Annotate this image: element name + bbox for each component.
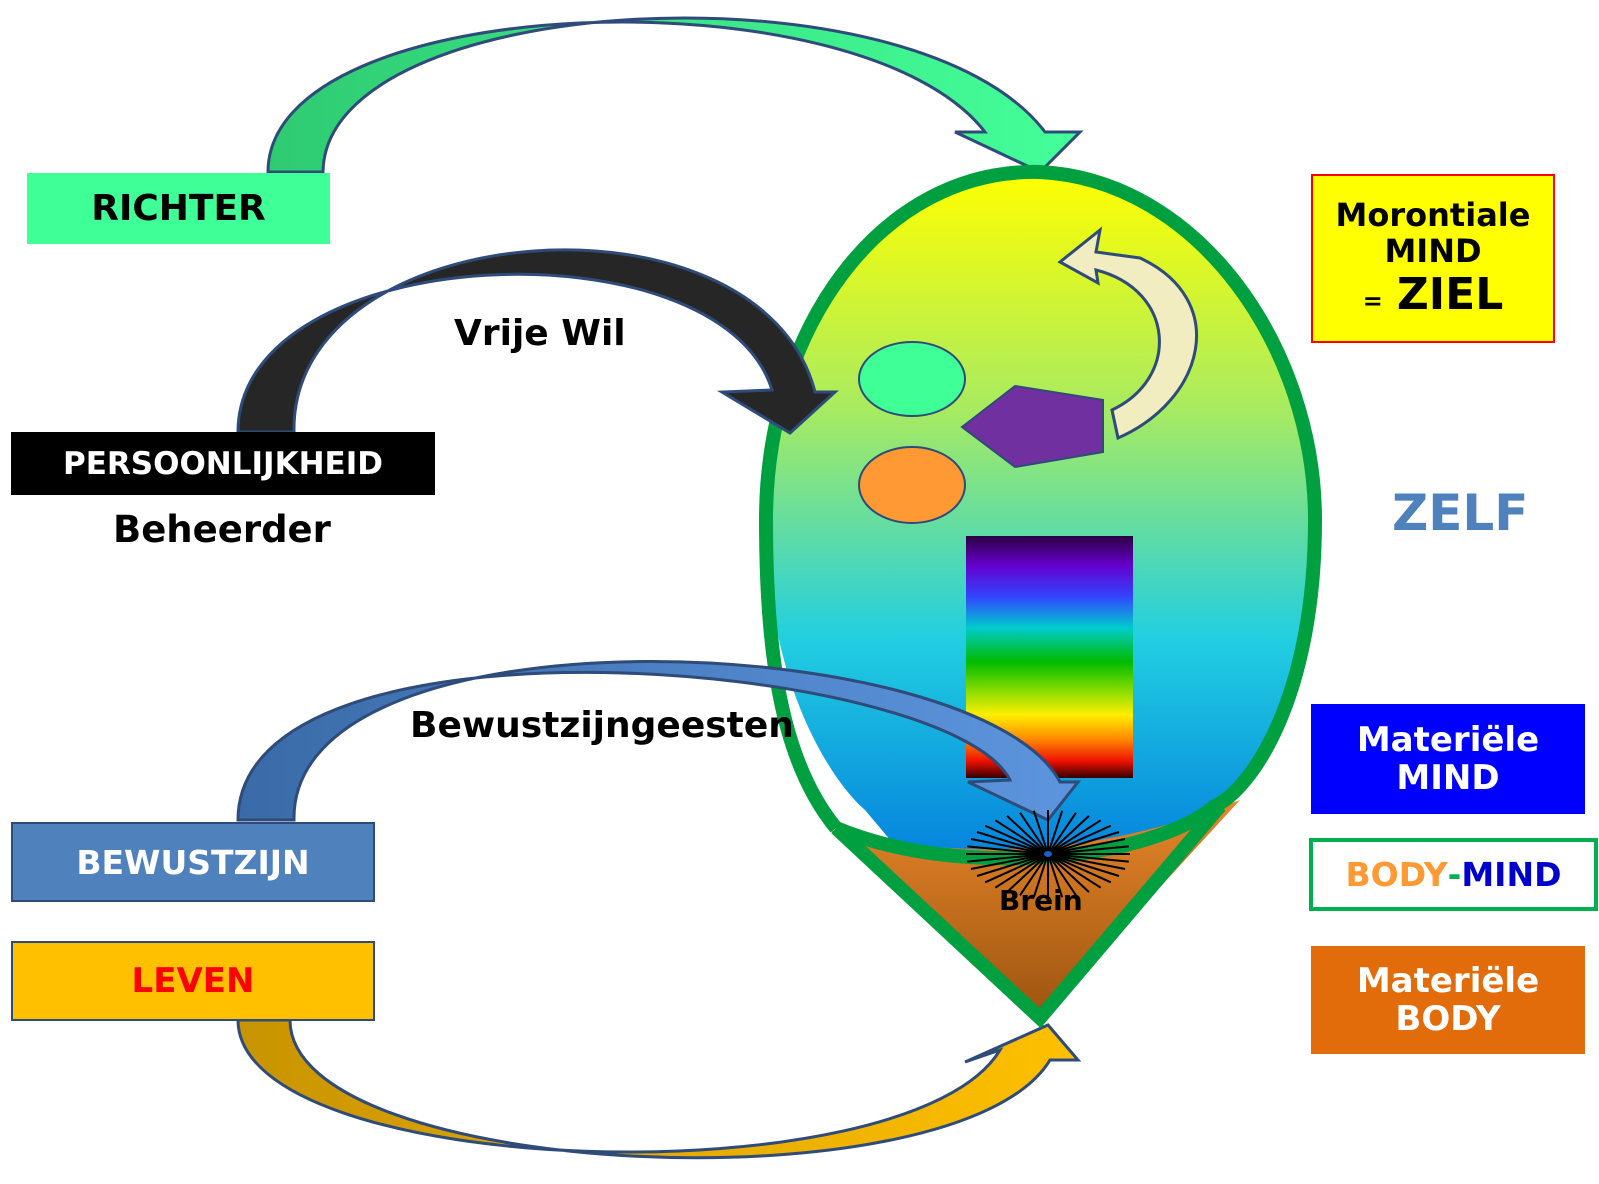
- brein-ray: [967, 845, 1049, 855]
- morontiale-ziel-row: = ZIEL: [1362, 268, 1504, 320]
- morontiale-line2: MIND: [1384, 231, 1482, 270]
- brein-label: Brein: [999, 884, 1083, 917]
- zelf-label: ZELF: [1392, 484, 1529, 542]
- leven-box: LEVEN: [11, 941, 375, 1021]
- vrije-wil-label: Vrije Wil: [454, 313, 626, 354]
- brein-ray: [970, 838, 1049, 855]
- drop-outline-inner: [758, 164, 1323, 866]
- mind-label: MIND: [1461, 855, 1562, 894]
- materiele-mind-box: Materiële MIND: [1311, 704, 1585, 814]
- richter-arrow: [266, 16, 1084, 174]
- brein-ray: [1047, 831, 1120, 855]
- brein-ray: [1047, 812, 1077, 855]
- brein-ray: [970, 853, 1049, 870]
- persoonlijkheid-label: PERSOONLIJKHEID: [63, 445, 383, 482]
- body-mind-box: BODY - MIND: [1309, 838, 1598, 911]
- leven-label: LEVEN: [131, 961, 255, 1001]
- brein-ray: [1032, 853, 1049, 898]
- materiele-mind-line1: Materiële: [1356, 719, 1540, 760]
- brein-starburst: [966, 810, 1130, 898]
- purple-pentagon: [960, 384, 1104, 469]
- orange-circle: [858, 446, 966, 524]
- brein-ray: [994, 819, 1049, 855]
- body-mind-dash: -: [1447, 855, 1462, 894]
- brein-ray: [1047, 815, 1090, 855]
- green-circle: [858, 341, 966, 417]
- morontiale-box: Morontiale MIND = ZIEL: [1311, 174, 1555, 343]
- body-label: BODY: [1345, 855, 1448, 894]
- brein-ray: [984, 824, 1049, 855]
- brein-ray: [1019, 812, 1049, 855]
- leven-arrow: [236, 1018, 1082, 1160]
- brein-ray: [1019, 853, 1049, 896]
- brein-ray: [976, 853, 1049, 877]
- drop-outline-tip: [831, 801, 1226, 1029]
- ziel-label: ZIEL: [1396, 268, 1504, 320]
- morontiale-eq: =: [1362, 286, 1383, 315]
- brein-ray: [984, 853, 1049, 884]
- brein-ray: [1047, 853, 1129, 863]
- materiele-body-box: Materiële BODY: [1311, 946, 1585, 1054]
- richter-label: RICHTER: [91, 188, 266, 229]
- brein-center: [1044, 851, 1052, 857]
- brein-ray: [1047, 853, 1120, 877]
- brein-ray: [1047, 838, 1126, 855]
- richter-box: RICHTER: [27, 173, 330, 244]
- brein-ray: [994, 853, 1049, 889]
- bewustzijn-box: BEWUSTZIJN: [11, 822, 375, 902]
- brein-ray: [1047, 853, 1064, 898]
- brein-ray: [1006, 853, 1049, 893]
- morontiale-line1: Morontiale: [1335, 196, 1531, 235]
- brein-ray: [976, 831, 1049, 855]
- bewustzijngeesten-label: Bewustzijngeesten: [410, 705, 794, 746]
- brein-ray: [1047, 853, 1077, 896]
- materiele-body-line1: Materiële: [1356, 960, 1540, 1001]
- persoonlijkheid-box: PERSOONLIJKHEID: [11, 432, 435, 495]
- brein-ray: [1047, 810, 1064, 855]
- brein-ray: [1006, 815, 1049, 855]
- brein-ray: [1047, 845, 1129, 855]
- materiele-mind-line2: MIND: [1396, 758, 1500, 798]
- brein-ray: [1032, 810, 1049, 855]
- bewustzijngeesten-arrow: [236, 660, 1082, 822]
- vrije-wil-arrow: [236, 248, 839, 435]
- brein-ray: [1047, 853, 1126, 870]
- brein-ray: [1047, 853, 1090, 893]
- bewustzijn-label: BEWUSTZIJN: [76, 842, 310, 882]
- materiele-body-line2: BODY: [1395, 999, 1501, 1039]
- brein-ray: [1047, 824, 1112, 855]
- beheerder-label: Beheerder: [113, 508, 331, 551]
- brein-ray: [1047, 819, 1102, 855]
- brein-ray: [967, 853, 1049, 863]
- brein-ray: [1047, 853, 1112, 884]
- brein-ray: [1047, 853, 1102, 889]
- ziel-curve-arrow: [1057, 226, 1199, 441]
